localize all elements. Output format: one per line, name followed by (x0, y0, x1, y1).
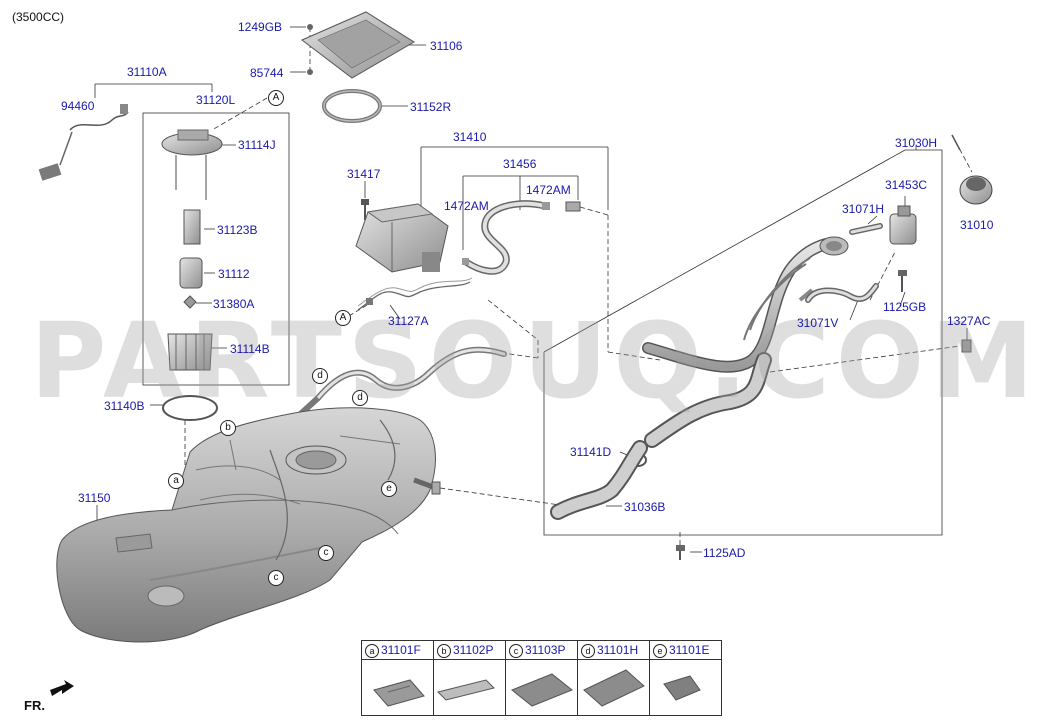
kit-image-a (361, 659, 434, 716)
callout-d-2: d (352, 390, 368, 406)
leader-lines (94, 26, 968, 553)
fuel-cap (951, 134, 993, 205)
clip-1327ac (961, 339, 972, 353)
part-label-31380a[interactable]: 31380A (213, 297, 255, 311)
part-label-31114b[interactable]: 31114B (230, 342, 270, 356)
front-direction-label: FR. (24, 698, 45, 713)
kit-image-e (649, 659, 722, 716)
bolt-1125ad (676, 545, 685, 560)
wire-harness (357, 277, 473, 311)
callout-a: a (168, 473, 184, 489)
part-label-31140b[interactable]: 31140B (104, 399, 145, 413)
callout-a-upper: A (268, 90, 284, 106)
fuel-tank (56, 407, 441, 643)
kit-label-b[interactable]: 31102P (453, 642, 494, 657)
callout-c-2: c (268, 570, 284, 586)
part-label-1472am-right[interactable]: 1472AM (526, 183, 571, 197)
front-arrow-icon (50, 680, 74, 696)
kit-label-d[interactable]: 31101H (597, 642, 639, 657)
part-label-1249gb[interactable]: 1249GB (238, 20, 283, 34)
kit-image-b (433, 659, 506, 716)
part-label-31071v[interactable]: 31071V (797, 316, 839, 330)
kit-image-c (505, 659, 578, 716)
fuel-pump (183, 209, 201, 245)
part-label-31112[interactable]: 31112 (218, 267, 250, 281)
part-label-31123b[interactable]: 31123B (217, 223, 258, 237)
part-label-85744[interactable]: 85744 (250, 66, 284, 80)
pad-kit-image-row (361, 659, 722, 716)
part-label-31150[interactable]: 31150 (78, 491, 111, 505)
part-label-31141d[interactable]: 31141D (570, 445, 612, 459)
kit-label-a[interactable]: 31101F (381, 642, 421, 657)
part-label-31453c[interactable]: 31453C (885, 178, 928, 192)
gasket (162, 395, 218, 421)
part-label-31106[interactable]: 31106 (430, 39, 463, 53)
watermark: PARTSOUQ.COM (30, 300, 1040, 422)
kit-image-d (577, 659, 650, 716)
callout-b: b (220, 420, 236, 436)
part-label-31036b[interactable]: 31036B (624, 500, 666, 514)
part-label-31114j[interactable]: 31114J (238, 138, 276, 152)
callout-d-1: d (312, 368, 328, 384)
part-label-31010[interactable]: 31010 (960, 218, 994, 232)
callout-a-lower: A (335, 310, 351, 326)
part-label-1125gb[interactable]: 1125GB (883, 300, 927, 314)
part-label-31127a[interactable]: 31127A (388, 314, 429, 328)
bolt-1125gb (898, 270, 907, 292)
callout-e: e (381, 481, 397, 497)
part-label-1472am-left[interactable]: 1472AM (444, 199, 489, 213)
vapor-filter (889, 205, 917, 245)
kit-label-e[interactable]: 31101E (669, 642, 710, 657)
fuel-reservoir (167, 333, 213, 371)
part-label-31120l[interactable]: 31120L (196, 93, 236, 107)
part-label-31071h[interactable]: 31071H (842, 202, 885, 216)
fuel-pump-flange (161, 129, 223, 200)
fuel-sender-unit (38, 104, 129, 181)
part-label-31110a[interactable]: 31110A (127, 65, 167, 79)
part-label-1327ac[interactable]: 1327AC (947, 314, 991, 328)
part-label-31456[interactable]: 31456 (503, 157, 537, 171)
part-label-31417[interactable]: 31417 (347, 167, 381, 181)
canister-bolt (361, 199, 369, 220)
kit-label-c[interactable]: 31103P (525, 642, 566, 657)
part-label-31030h[interactable]: 31030H (895, 136, 938, 150)
engine-variant-label: (3500CC) (12, 10, 65, 24)
filler-neck-assembly (642, 236, 849, 448)
part-label-1125ad[interactable]: 1125AD (703, 546, 746, 560)
part-label-31410[interactable]: 31410 (453, 130, 487, 144)
fuel-filter (179, 257, 203, 289)
part-label-94460[interactable]: 94460 (61, 99, 95, 113)
part-label-31152r[interactable]: 31152R (410, 100, 452, 114)
regulator (183, 295, 197, 309)
callout-c-1: c (318, 545, 334, 561)
vapor-canister (355, 203, 449, 273)
